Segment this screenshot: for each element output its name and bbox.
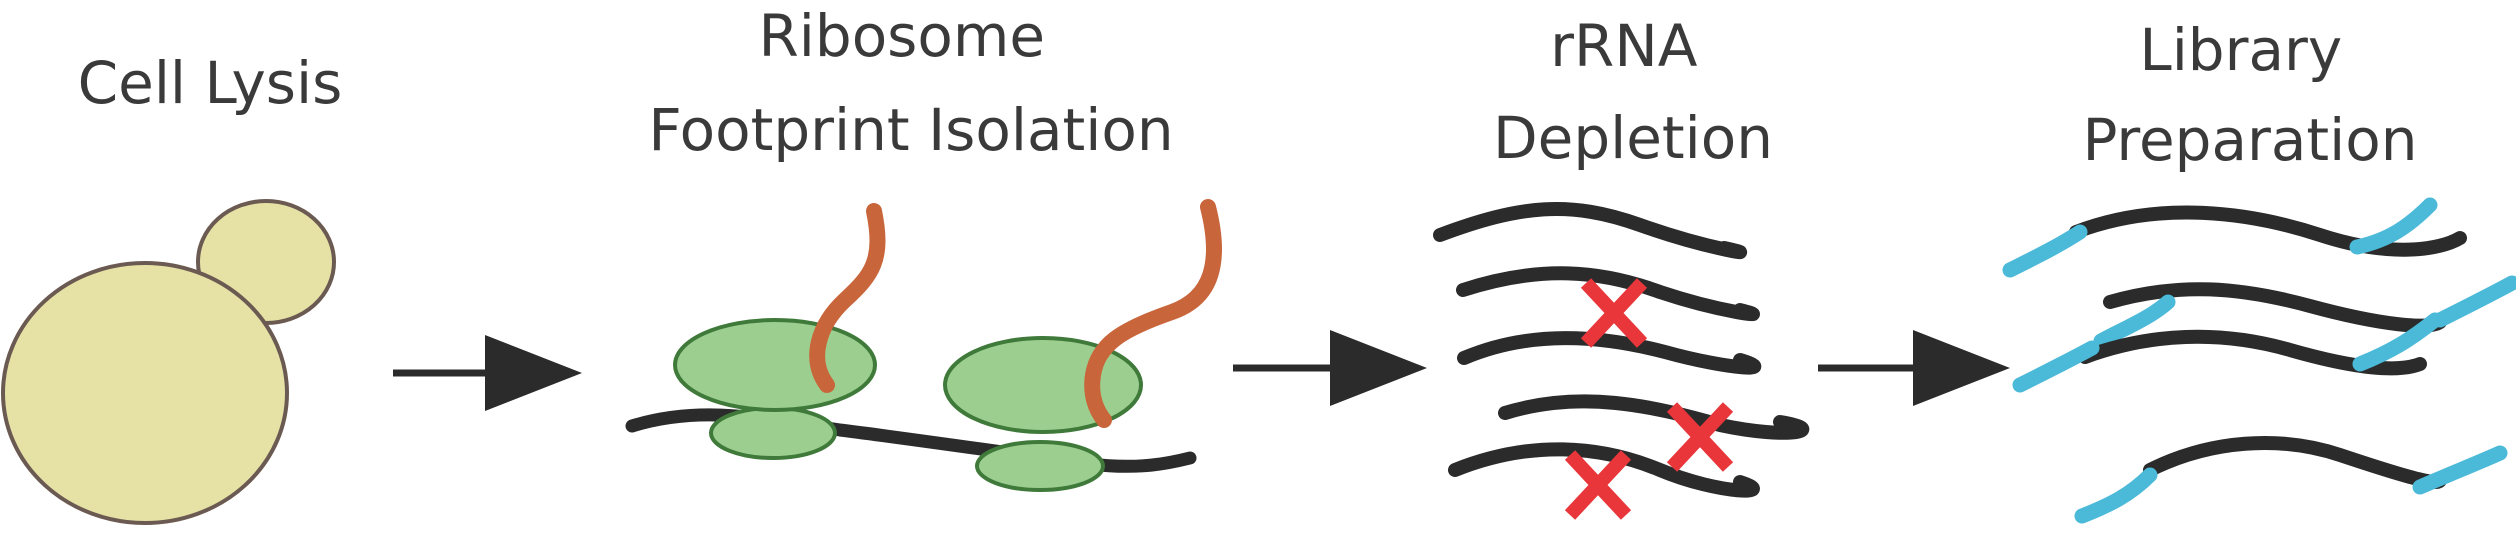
step-label-cell-lysis: Cell Lysis — [78, 49, 343, 117]
step-label-library-preparation-line2: Preparation — [2082, 106, 2417, 174]
step-label-library-preparation-line1: Library — [2139, 16, 2342, 84]
rrna-removed-mark-3 — [1564, 450, 1632, 520]
rrna-depletion-illustration — [1433, 202, 1810, 520]
nascent-peptide-1 — [809, 203, 886, 393]
step-label-cell-lysis-line1: Cell Lysis — [78, 49, 343, 117]
step-label-rrna-depletion-line2: Depletion — [1493, 104, 1773, 172]
step-label-library-preparation: Library Preparation — [2082, 16, 2417, 174]
ribosome-illustration — [625, 199, 1222, 492]
rrna-removed-mark-2 — [1666, 402, 1734, 472]
rna-fragment-2 — [1456, 266, 1760, 322]
ribosome-1-small-subunit — [709, 406, 837, 460]
rna-fragment-1 — [1433, 202, 1747, 260]
library-fragment-3 — [2012, 312, 2443, 393]
arrow-2 — [1233, 330, 1427, 406]
rna-fragment-3 — [1457, 331, 1762, 375]
ribosome-2-small-subunit — [975, 440, 1105, 492]
library-illustration — [2002, 197, 2516, 524]
rrna-removed-mark-1 — [1580, 278, 1648, 348]
step-label-rrna-depletion-line1: rRNA — [1550, 12, 1698, 80]
library-fragment-4 — [2074, 436, 2508, 524]
step-label-footprint-isolation-line1: Ribosome — [758, 2, 1045, 70]
arrow-3 — [1818, 330, 2010, 406]
ribosome-1-large-subunit — [673, 318, 877, 412]
library-fragment-1 — [2002, 197, 2467, 278]
arrow-1 — [393, 335, 582, 411]
yeast-cell-large — [1, 261, 289, 525]
step-label-rrna-depletion: rRNA Depletion — [1493, 12, 1773, 172]
nascent-peptide-2 — [1084, 199, 1222, 428]
rna-fragment-4 — [1498, 394, 1810, 440]
cell-lysis-illustration — [1, 199, 336, 525]
step-label-footprint-isolation-line2: Footprint Isolation — [648, 96, 1173, 164]
step-label-footprint-isolation: Ribosome Footprint Isolation — [648, 2, 1173, 164]
rna-fragment-5 — [1448, 442, 1760, 498]
